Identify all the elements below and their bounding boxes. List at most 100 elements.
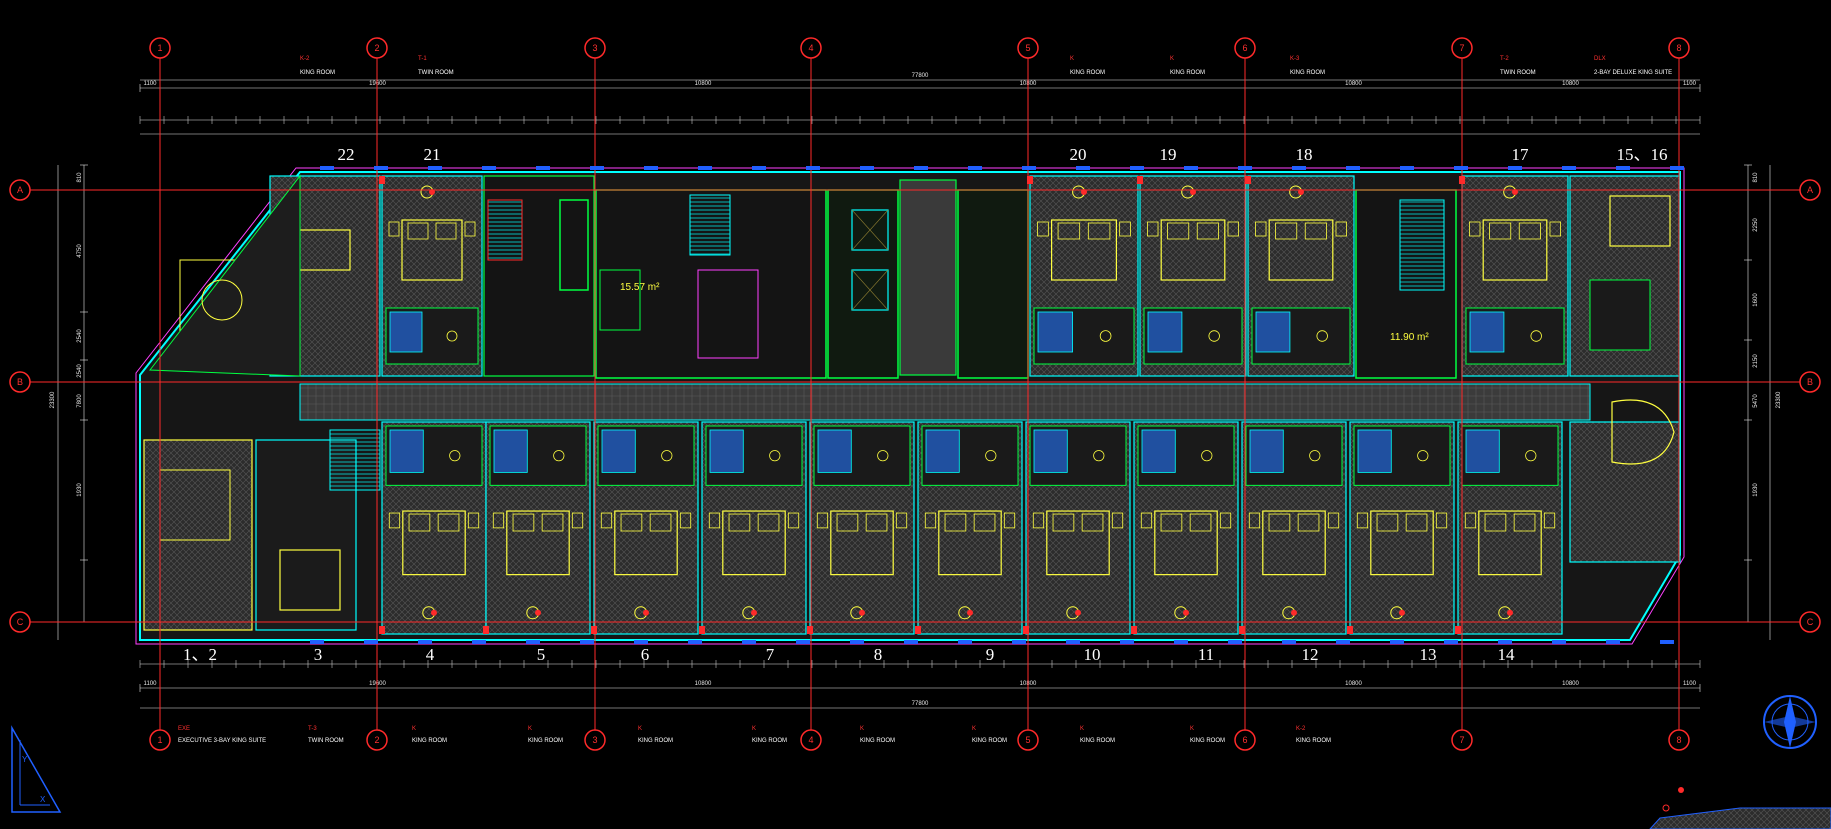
linen-room (697, 269, 759, 359)
window-mark (1076, 166, 1090, 170)
lamp-icon (1291, 609, 1297, 616)
pillow-icon (728, 513, 751, 532)
room-type-name: KING ROOM (1290, 70, 1325, 76)
service-cabinet (599, 269, 641, 331)
toilet-icon (769, 450, 781, 462)
grid-bubble (1451, 729, 1473, 751)
toilet-icon (877, 450, 889, 462)
room-type-name: KING ROOM (860, 738, 895, 744)
room-number-bottom: 4 (426, 645, 435, 664)
window-mark (310, 640, 324, 644)
grid-bubble (1234, 729, 1256, 751)
room-type-code: T-1 (418, 56, 427, 62)
elevator-cross (851, 269, 889, 311)
nightstand-icon (1543, 512, 1556, 529)
room-number-bottom: 7 (766, 645, 775, 664)
window-mark (1238, 166, 1252, 170)
room-type-name: KING ROOM (1080, 738, 1115, 744)
nightstand-icon (1037, 221, 1049, 237)
toilet-icon (1093, 450, 1105, 462)
nightstand-icon (1248, 512, 1261, 529)
ucs-axis-icon: Y X (11, 725, 62, 813)
room-number-bottom: 8 (874, 645, 883, 664)
room-number-bottom: 6 (641, 645, 650, 664)
room-number-bottom: 9 (986, 645, 995, 664)
window-mark (806, 166, 820, 170)
grid-bubble-label: B (17, 377, 23, 387)
structural-column (807, 626, 813, 634)
bed-icon (938, 510, 1002, 576)
nightstand-icon (1140, 512, 1153, 529)
dim-bottom-bays-label: 19600 (369, 681, 386, 687)
dim-right-label: 2250 (1753, 218, 1759, 232)
pillow-icon (1189, 513, 1212, 532)
window-mark (914, 166, 928, 170)
window-mark (1336, 640, 1350, 644)
toilet-icon (446, 330, 458, 342)
nightstand-icon (1219, 512, 1232, 529)
elevator-cross (851, 209, 889, 251)
grid-bubble-label: 4 (808, 735, 813, 745)
room-number-top: 15、16 (1617, 145, 1668, 164)
dim-bottom-overall-label: 77800 (912, 701, 929, 707)
grid-bubble (9, 611, 31, 633)
nightstand-icon (1147, 221, 1159, 237)
window-mark (1174, 640, 1188, 644)
nightstand-icon (388, 221, 400, 237)
grid-bubble-label: 3 (592, 43, 597, 53)
pillow-icon (541, 513, 564, 532)
nightstand-icon (1549, 221, 1561, 237)
grid-bubble (366, 37, 388, 59)
grid-bubble (1017, 729, 1039, 751)
window-mark (1670, 166, 1684, 170)
window-mark (482, 166, 496, 170)
toilet-icon (1316, 330, 1328, 342)
structural-column (1027, 176, 1033, 184)
window-mark (968, 166, 982, 170)
grid-bubble-label: 1 (157, 43, 162, 53)
toilet-icon (1530, 330, 1542, 342)
structural-column (483, 626, 489, 634)
service-shaft (559, 199, 589, 291)
grid-bubble (1799, 611, 1821, 633)
pillow-icon (1304, 222, 1327, 240)
structural-column (915, 626, 921, 634)
room-type-code: K-3 (1290, 56, 1300, 62)
nightstand-icon (1335, 221, 1347, 237)
lounge-sofa-icon (1611, 399, 1675, 465)
window-mark (904, 640, 918, 644)
room-bottom-12 (1239, 421, 1347, 635)
room-bottom-10 (1023, 421, 1131, 635)
dim-left-label: 7800 (77, 394, 83, 408)
window-mark (320, 166, 334, 170)
room-number-top: 19 (1160, 145, 1177, 164)
grid-bubble (1799, 179, 1821, 201)
room-number-top: 17 (1512, 145, 1530, 164)
dim-left-label: 2540 (77, 329, 83, 343)
grid-bubble (9, 179, 31, 201)
dim-top-bays-label: 10800 (1562, 81, 1579, 87)
structural-column (591, 626, 597, 634)
lamp-icon (535, 609, 541, 616)
window-mark (634, 640, 648, 644)
bed-icon (506, 510, 570, 576)
bed-icon (1050, 219, 1117, 281)
stairs-icon (689, 194, 731, 256)
structural-column (379, 176, 385, 184)
pillow-icon (512, 513, 535, 532)
bed-icon (1609, 195, 1671, 247)
pillow-icon (1489, 222, 1512, 240)
nightstand-icon (1119, 221, 1131, 237)
window-mark (1012, 640, 1026, 644)
grid-bubble (1234, 37, 1256, 59)
room-19 (1137, 175, 1247, 377)
room-type-name: KING ROOM (300, 70, 335, 76)
window-mark (1498, 640, 1512, 644)
service-stair (487, 199, 523, 261)
suite-1-2-floor (143, 439, 253, 631)
room-type-code: K (972, 726, 976, 732)
bed-icon (1262, 510, 1326, 576)
lamp-icon (967, 609, 973, 616)
grid-bubble-label: 2 (374, 43, 379, 53)
